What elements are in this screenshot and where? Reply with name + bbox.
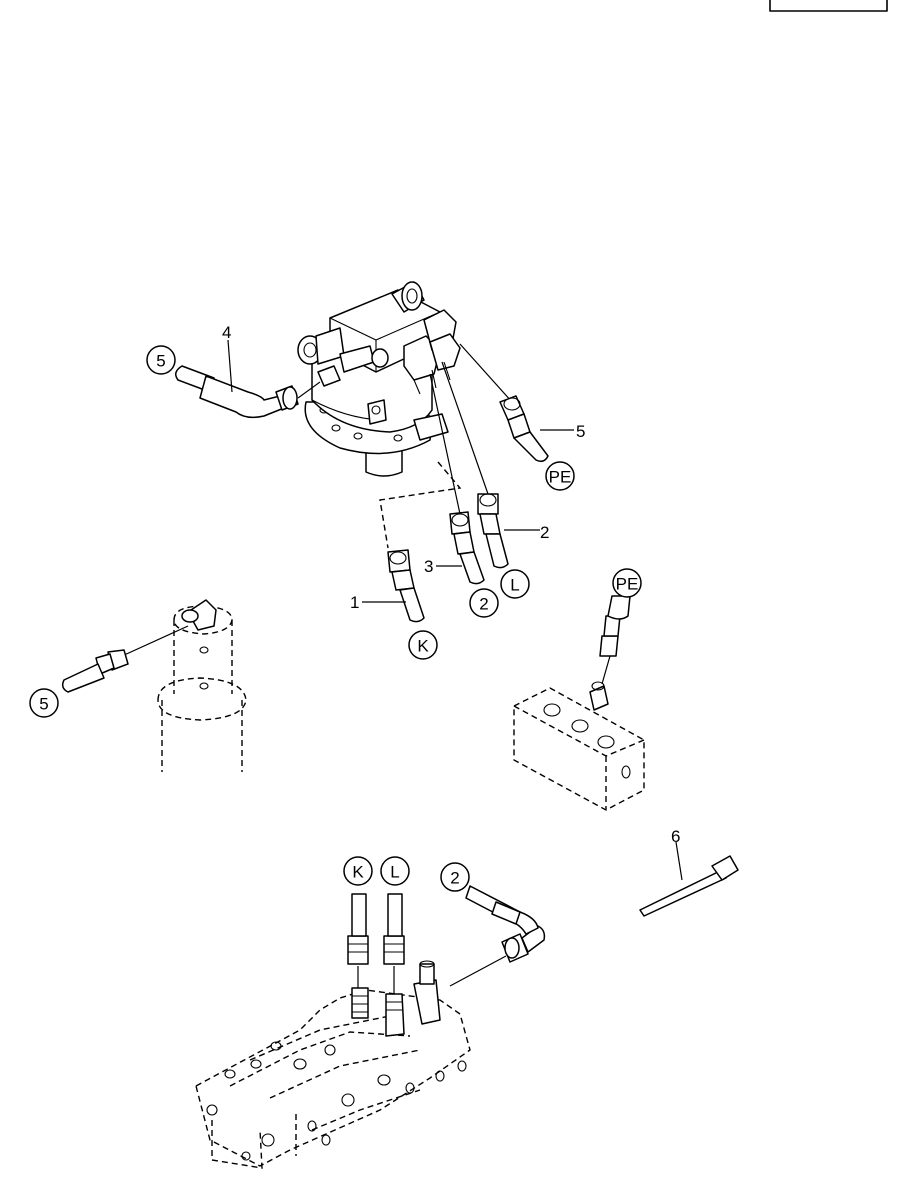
callout-5: 5 xyxy=(576,422,585,441)
ref-5-left: 5 xyxy=(29,688,59,718)
svg-text:K: K xyxy=(417,637,429,656)
pipe-4 xyxy=(175,365,321,419)
ref-l-top: L xyxy=(500,569,530,599)
control-valve xyxy=(195,885,546,1169)
callout-1: 1 xyxy=(350,593,359,612)
callout-4: 4 xyxy=(222,323,231,342)
corner-frame xyxy=(769,0,888,12)
svg-text:L: L xyxy=(390,863,399,882)
svg-text:PE: PE xyxy=(549,468,572,487)
svg-text:PE: PE xyxy=(616,575,639,594)
hose-end-1 xyxy=(387,549,425,623)
ref-pe-top: PE xyxy=(545,461,575,491)
svg-text:2: 2 xyxy=(450,869,459,888)
svg-text:K: K xyxy=(352,863,364,882)
hose-end-3 xyxy=(429,373,485,585)
ref-2-bottom: 2 xyxy=(440,862,470,892)
cylinder xyxy=(61,599,247,772)
callout-2: 2 xyxy=(540,523,549,542)
hose-end-5-right xyxy=(459,343,549,463)
svg-text:5: 5 xyxy=(39,695,48,714)
ref-k-bottom: K xyxy=(343,856,373,886)
ref-pe-mid: PE xyxy=(612,568,642,598)
ref-5-top: 5 xyxy=(146,345,176,375)
ref-k-top: K xyxy=(408,630,438,660)
hose-end-2 xyxy=(441,361,509,569)
leader-lines xyxy=(227,339,574,603)
callout-3: 3 xyxy=(424,557,433,576)
svg-text:2: 2 xyxy=(479,595,488,614)
svg-text:5: 5 xyxy=(156,352,165,371)
callout-6: 6 xyxy=(671,827,680,846)
cable-tie-6 xyxy=(639,841,739,917)
ref-l-bottom: L xyxy=(380,856,410,886)
valve-block xyxy=(513,595,645,811)
svg-text:L: L xyxy=(510,576,519,595)
swivel-joint xyxy=(297,281,462,549)
ref-2-top: 2 xyxy=(469,588,499,618)
